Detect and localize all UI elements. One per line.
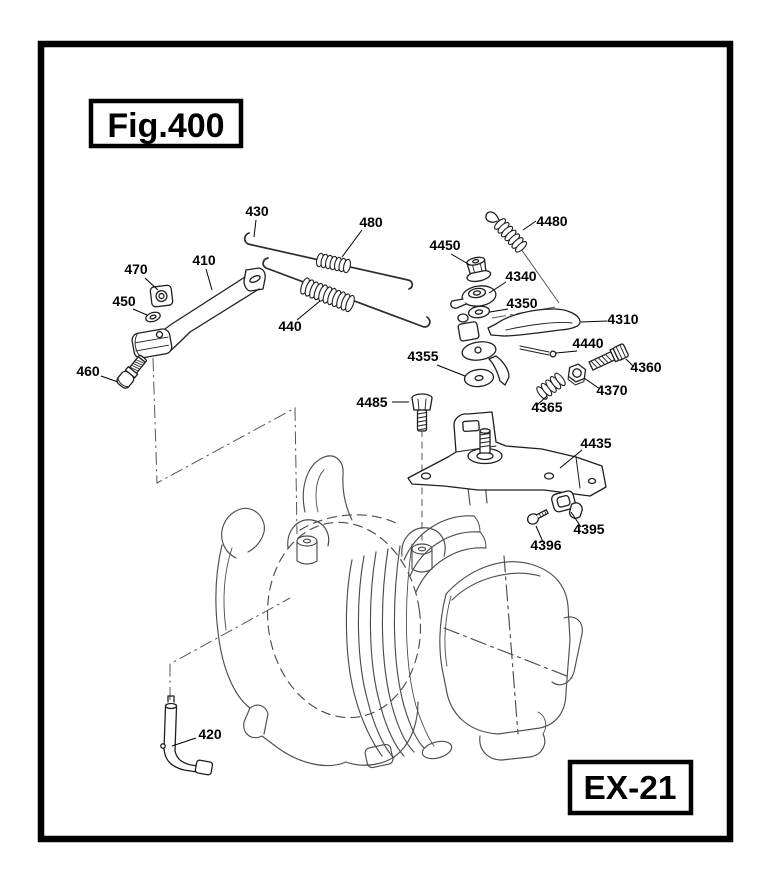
leader-line-4396 [535,525,544,543]
part-label-4450: 4450 [429,237,460,253]
part-450-washer [145,311,161,323]
leader-line-470 [144,277,159,291]
part-label-4350: 4350 [506,295,537,311]
part-410-lever [131,267,266,359]
part-4370-nut [567,363,587,386]
leader-line-4360 [625,358,635,368]
part-label-4355: 4355 [407,348,438,364]
part-label-4435: 4435 [580,435,611,451]
part-label-4485: 4485 [356,394,387,410]
part-label-4370: 4370 [596,382,627,398]
leader-line-4395 [570,511,582,528]
leader-line-4350 [489,308,509,313]
part-label-440: 440 [278,318,302,334]
part-4310-lever [457,308,581,386]
leader-line-450 [132,308,148,316]
page-border [37,40,734,843]
part-460-bolt [116,354,148,389]
part-440-spring-rod [262,257,431,328]
crankcase-drawing [215,455,583,769]
figure-title: Fig.400 [107,107,224,145]
part-label-4360: 4360 [630,359,661,375]
part-4396-screw [526,509,549,525]
part-label-480: 480 [359,214,383,230]
part-label-450: 450 [112,293,136,309]
figure-code-box: EX-21 [567,759,694,816]
part-420-rod [160,695,214,776]
part-label-460: 460 [76,363,100,379]
parts-drawing [116,211,629,776]
figure-code: EX-21 [583,770,676,807]
leader-line-4450 [450,253,471,266]
part-4350-washer [467,305,491,319]
leader-line-4440 [555,350,578,354]
leader-line-440 [296,300,321,321]
part-4440-link [519,345,557,358]
part-4365-spring [536,372,566,400]
leader-line-4435 [559,449,583,469]
figure-title-box: Fig.400 [88,98,244,149]
leader-line-480 [341,229,363,258]
part-label-420: 420 [198,726,222,742]
part-label-4395: 4395 [573,521,604,537]
part-label-4440: 4440 [572,335,603,351]
leader-line-430 [253,219,257,238]
part-label-4480: 4480 [536,213,567,229]
part-4355-washer [463,368,495,388]
part-4480-spring [485,211,528,253]
leader-line-4480 [522,220,537,231]
part-label-4365: 4365 [531,399,562,415]
part-4435-bracket [407,411,607,497]
part-4360-bolt [588,343,629,371]
part-label-470: 470 [124,261,148,277]
part-label-4310: 4310 [607,311,638,327]
leader-line-4310 [580,320,608,323]
part-480-spring [315,252,352,274]
leader-line-460 [100,375,119,383]
part-label-410: 410 [192,252,216,268]
leader-line-420 [171,737,197,747]
leader-line-4340 [488,281,507,294]
leader-lines [100,219,635,747]
part-labels: 430 480 4480 4450 470 410 4340 450 4350 4310 440 44… [76,203,661,742]
part-4485-bolt [411,393,433,432]
part-4450-nut [466,256,492,283]
part-label-4396: 4396 [530,537,561,553]
leader-line-4365 [535,395,548,407]
part-label-4340: 4340 [505,268,536,284]
part-470-nut [149,284,174,308]
leader-line-410 [205,268,213,291]
part-label-430: 430 [245,203,269,219]
leader-line-4355 [436,364,466,377]
part-4395-clamp [551,490,583,519]
part-4340-cup [450,285,497,309]
leader-line-4370 [583,377,601,390]
